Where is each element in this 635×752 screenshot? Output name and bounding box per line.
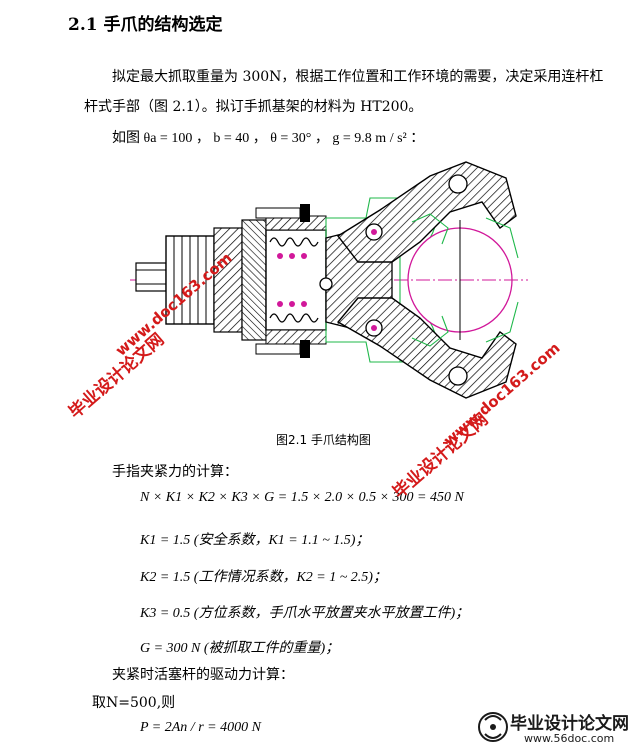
logo-url: www.56doc.com	[524, 732, 615, 745]
equation-k2: K2 = 1.5 (工作情况系数，K2 = 1 ~ 2.5)；	[140, 570, 387, 585]
equation-k3: K3 = 0.5 (方位系数，手爪水平放置夹水平放置工件)；	[140, 606, 470, 621]
site-logo: 毕业设计论文网 www.56doc.com	[478, 708, 629, 748]
figure-caption: 图2.1 手爪结构图	[276, 433, 371, 447]
logo-title: 毕业设计论文网	[510, 714, 629, 734]
equation-grip-force: N × K1 × K2 × K3 × G = 1.5 × 2.0 × 0.5 ×…	[140, 490, 464, 505]
paragraph-line-1: 拟定最大抓取重量为 300N，根据工作位置和工作环境的需要，决定采用连杆杠	[112, 69, 604, 85]
paragraph-line-2: 杆式手部（图 2.1）。拟订手抓基架的材料为 HT200。	[84, 99, 423, 115]
parameters-line: 如图 θa = 100 ， b = 40 ， θ = 30° ， g = 9.8…	[112, 131, 425, 146]
section-heading: 2.1 手爪的结构选定	[68, 15, 223, 35]
piston-rod-end	[135, 262, 167, 292]
grip-force-label: 手指夹紧力的计算：	[112, 464, 238, 480]
equation-piston-force: P = 2An / r = 4000 N	[140, 720, 261, 735]
watermark-name-lower: 毕业设计论文网	[389, 409, 493, 503]
lower-jaw	[336, 297, 517, 399]
take-n-line: 取N=500,则	[92, 695, 176, 711]
gripper-structure-drawing	[130, 161, 528, 399]
upper-jaw	[336, 161, 517, 263]
equation-k1: K1 = 1.5 (安全系数，K1 = 1.1 ~ 1.5)；	[140, 533, 370, 548]
equation-g: G = 300 N (被抓取工件的重量)；	[140, 641, 340, 656]
cylinder-body	[165, 219, 267, 341]
drive-force-label: 夹紧时活塞杆的驱动力计算：	[112, 667, 294, 683]
workpiece-circle	[407, 220, 513, 340]
spring-housing	[265, 215, 327, 345]
mounting-bolts	[255, 204, 310, 358]
logo-mark-icon	[478, 712, 508, 742]
jaw-pad-outlines	[411, 213, 519, 347]
